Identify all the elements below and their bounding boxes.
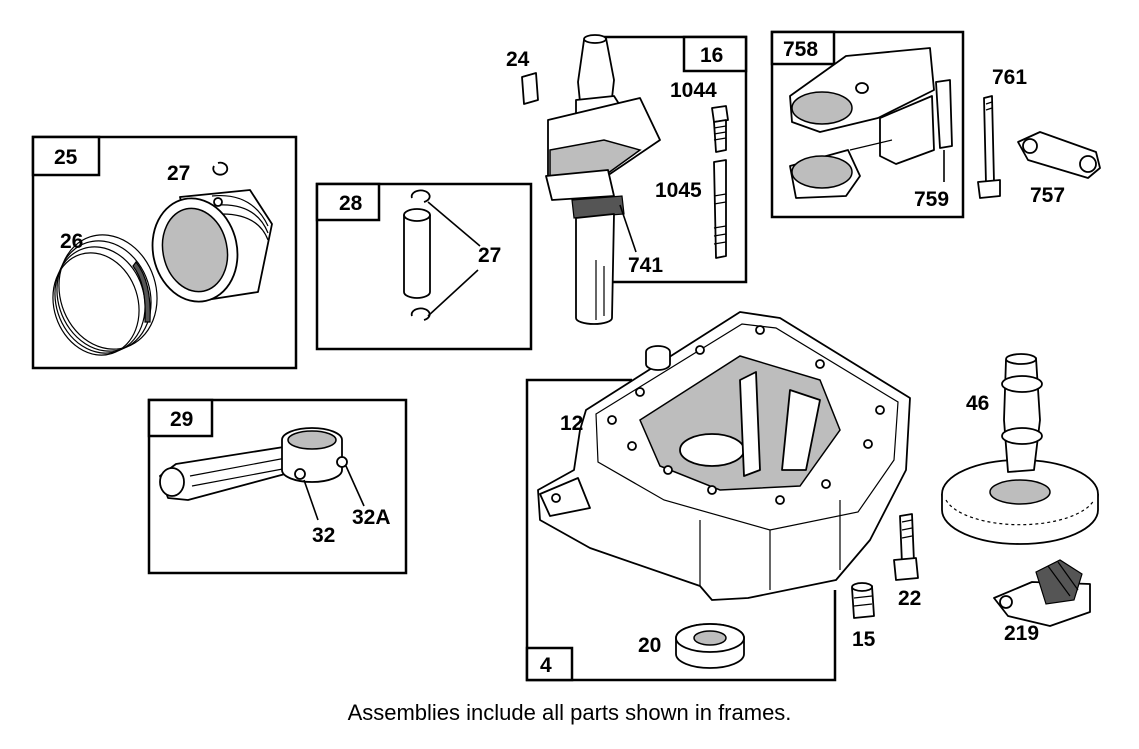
frame-29-number: 29 [170, 408, 193, 431]
bolt-22-illustration [893, 513, 919, 581]
piston-pin-clip [212, 161, 229, 176]
bolt-1044-illustration [711, 105, 729, 153]
diagram-caption: Assemblies include all parts shown in fr… [347, 700, 792, 725]
frame-4-number: 4 [540, 654, 552, 677]
frame-758-number: 758 [783, 38, 818, 61]
frame-28: 28 [315, 182, 533, 351]
link-757-illustration [1017, 131, 1101, 179]
balancer-illustration [789, 47, 953, 199]
camshaft-illustration [941, 353, 1099, 545]
label-26-rings: 26 [60, 230, 83, 253]
seal-20-illustration [675, 623, 745, 669]
label-12: 12 [560, 412, 583, 435]
connecting-rod-illustration [159, 427, 365, 521]
label-1045: 1045 [655, 179, 702, 202]
frame-16: 16 [604, 35, 748, 284]
crankshaft-illustration [545, 34, 661, 325]
label-757: 757 [1030, 184, 1065, 207]
frame-25-number: 25 [54, 146, 78, 169]
frame-29: 29 [147, 398, 408, 575]
piston-rings-illustration [52, 234, 158, 356]
piston-pin-illustration [403, 189, 481, 321]
key-24-illustration [521, 72, 539, 105]
label-20: 20 [638, 634, 661, 657]
frame-16-number: 16 [700, 44, 723, 67]
frame-758: 758 [770, 30, 965, 219]
frame-4: 4 [525, 378, 837, 682]
label-22: 22 [898, 587, 921, 610]
label-759: 759 [914, 188, 949, 211]
label-219: 219 [1004, 622, 1039, 645]
label-46: 46 [966, 392, 989, 415]
label-27-pin-clips: 27 [478, 244, 501, 267]
frame-25: 25 [31, 135, 298, 370]
governor-illustration [993, 559, 1091, 627]
label-15: 15 [852, 628, 876, 651]
label-27-clip: 27 [167, 162, 190, 185]
bolt-761-illustration [977, 95, 1001, 199]
stud-1045-illustration [713, 159, 727, 259]
plug-15-illustration [851, 582, 875, 619]
label-741: 741 [628, 254, 663, 277]
label-32a: 32A [352, 506, 391, 529]
crankcase-illustration [537, 311, 911, 601]
label-32: 32 [312, 524, 335, 547]
label-1044: 1044 [670, 79, 717, 102]
piston-illustration [151, 189, 273, 303]
frame-28-number: 28 [339, 192, 363, 215]
label-24: 24 [506, 48, 530, 71]
label-761: 761 [992, 66, 1027, 89]
